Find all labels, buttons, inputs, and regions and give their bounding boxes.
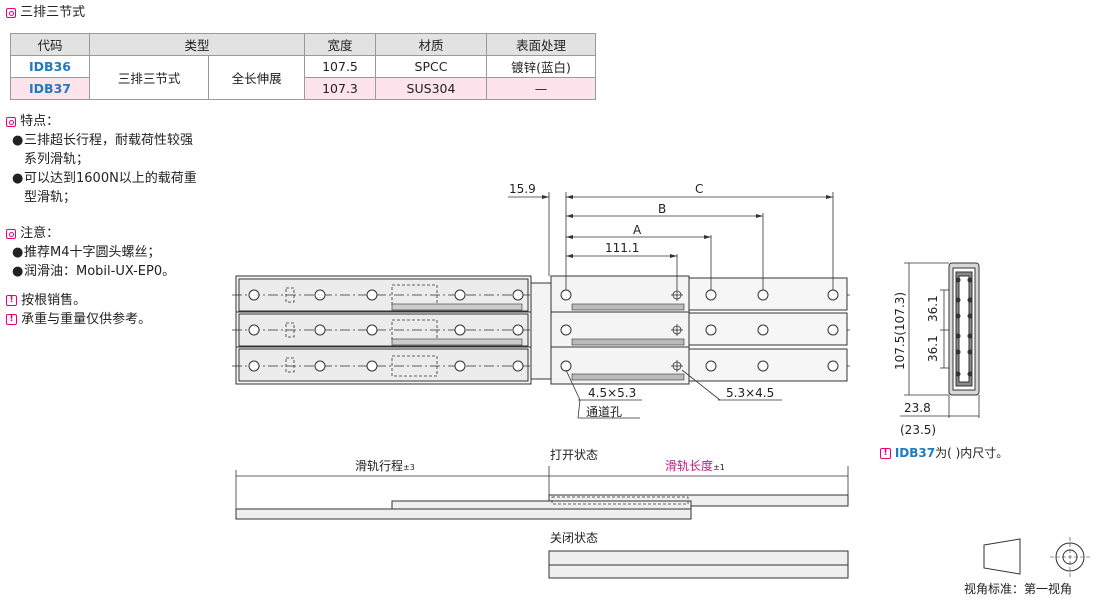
dim-b: B [658, 202, 666, 216]
note-code: IDB37 [894, 446, 936, 460]
leader-lines [565, 369, 782, 419]
header-code: 代码 [10, 33, 90, 56]
notes-list: ●推荐M4十字圆头螺丝； ●润滑油：Mobil-UX-EP0。 [12, 243, 175, 281]
exclamation-icon: ! [6, 295, 17, 306]
warning-text: 按根销售。 [21, 293, 87, 308]
type-cell-1: 三排三节式 [88, 55, 210, 100]
note-text: 为( )内尺寸。 [935, 446, 1009, 460]
hole-size-left: 4.5×5.3 [588, 386, 636, 400]
warning-item: ! 按根销售。 [6, 291, 151, 310]
row-material: SUS304 [375, 77, 487, 100]
row-finish: — [486, 77, 596, 100]
list-item: 型滑轨； [12, 188, 197, 207]
section-marker-icon [6, 116, 16, 127]
ball-retainers [391, 303, 685, 381]
list-item-text: 系列滑轨； [24, 152, 90, 167]
list-item-text: 三排超长行程，耐载荷性较强 [24, 133, 194, 148]
table-row: IDB36 三排三节式 全长伸展 107.5 SPCC 镀锌(蓝白) [10, 55, 596, 100]
row-code: IDB36 [10, 55, 90, 78]
hole-name: 通道孔 [586, 405, 622, 419]
mounting-holes-left [248, 289, 524, 372]
header-width: 宽度 [304, 33, 376, 56]
exclamation-icon: ! [6, 314, 17, 325]
first-angle-projection-icon [983, 537, 1090, 577]
list-item: 系列滑轨； [12, 150, 197, 169]
warning-text: 承重与重量仅供参考。 [21, 312, 152, 327]
dim-pitch-2: 36.1 [926, 335, 940, 362]
section-title: 三排三节式 [6, 1, 85, 20]
list-item: ●可以达到1600N以上的载荷重 [12, 171, 197, 186]
row-finish: 镀锌(蓝白) [486, 55, 596, 78]
dim-c: C [695, 182, 703, 196]
dim-15-9: 15.9 [509, 182, 536, 196]
dim-width: 23.8 [904, 401, 931, 415]
dim-height: 107.5(107.3) [893, 292, 907, 370]
table-header-row: 代码 类型 宽度 材质 表面处理 [10, 33, 596, 56]
hole-size-right: 5.3×4.5 [726, 386, 774, 400]
dim-111-1: 111.1 [605, 241, 639, 255]
dimension-arrows [542, 195, 833, 258]
row-code: IDB37 [10, 77, 90, 100]
spec-table: 代码 类型 宽度 材质 表面处理 IDB36 三排三节式 全长伸展 107.5 … [10, 33, 596, 100]
list-item-text: 型滑轨； [24, 190, 77, 205]
header-finish: 表面处理 [486, 33, 596, 56]
stroke-label-text: 滑轨行程 [355, 458, 403, 473]
features-heading: 特点： [6, 110, 59, 129]
section-marker-icon [6, 7, 16, 18]
dimension-lines-top [508, 192, 834, 290]
list-item-text: 推荐M4十字圆头螺丝； [24, 245, 161, 260]
projection-label: 视角标准：第一视角 [964, 581, 1072, 596]
stroke-label: 滑轨行程±3 [355, 458, 415, 473]
page-title: 三排三节式 [20, 5, 86, 20]
dim-pitch-1: 36.1 [926, 295, 940, 322]
notes-heading: 注意： [6, 222, 59, 241]
length-label-text: 滑轨长度 [665, 458, 713, 473]
rail-side-view [948, 262, 980, 396]
mounting-holes-right [560, 289, 839, 372]
list-item: ●推荐M4十字圆头螺丝； [12, 245, 161, 260]
side-view-dimensions [900, 262, 980, 418]
list-item-text: 可以达到1600N以上的载荷重 [24, 171, 197, 186]
type-cell-2: 全长伸展 [208, 55, 305, 100]
crosshair-marks [671, 289, 683, 372]
open-state-label: 打开状态 [550, 448, 598, 462]
warning-item: ! 承重与重量仅供参考。 [6, 310, 151, 329]
table-row: IDB37 107.3 SUS304 — [10, 77, 596, 100]
list-item: ●润滑油：Mobil-UX-EP0。 [12, 264, 176, 279]
length-label: 滑轨长度±1 [665, 458, 725, 473]
rail-front-view-right [530, 275, 848, 385]
warnings-list: ! 按根销售。 ! 承重与重量仅供参考。 [6, 291, 151, 329]
length-tolerance: ±1 [713, 463, 725, 472]
section-marker-icon [6, 228, 16, 239]
dim-a: A [633, 223, 642, 237]
features-heading-text: 特点： [20, 114, 60, 129]
notes-heading-text: 注意： [20, 226, 60, 241]
list-item: ●三排超长行程，耐载荷性较强 [12, 133, 194, 148]
features-list: ●三排超长行程，耐载荷性较强 系列滑轨； ●可以达到1600N以上的载荷重 型滑… [12, 131, 197, 207]
stroke-tolerance: ±3 [403, 463, 415, 472]
exclamation-icon: ! [880, 448, 891, 459]
row-width: 107.3 [304, 77, 376, 100]
header-material: 材质 [375, 33, 487, 56]
closed-state-diagram [548, 550, 849, 579]
side-view-note: ! IDB37为( )内尺寸。 [880, 444, 1008, 461]
list-item-text: 润滑油：Mobil-UX-EP0。 [24, 264, 176, 279]
open-state-diagram [235, 466, 849, 520]
header-type: 类型 [89, 33, 305, 56]
closed-state-label: 关闭状态 [550, 531, 598, 545]
dim-width-alt: (23.5) [900, 423, 936, 437]
